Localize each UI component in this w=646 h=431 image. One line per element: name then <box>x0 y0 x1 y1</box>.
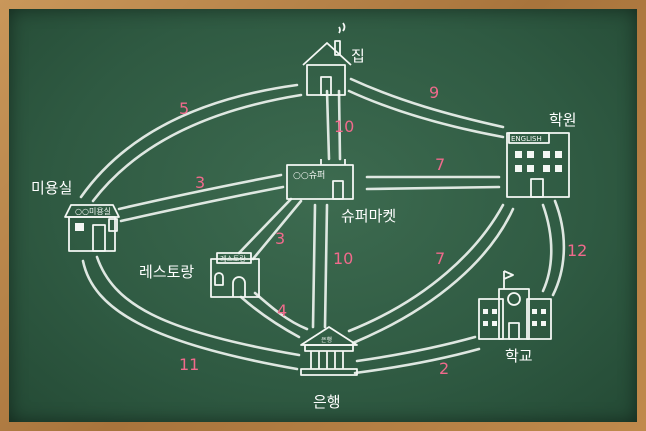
road-home-academy-inner <box>347 89 505 139</box>
label-academy: 학원 <box>549 111 577 129</box>
road-supermarket-academy-inner <box>365 185 501 191</box>
road-home-salon <box>79 83 299 199</box>
distance-academy-bank: 7 <box>435 249 446 268</box>
school-building <box>478 270 552 340</box>
road-map: ○○미용실 ○○슈퍼 ENGLISH 레스토 <box>64 22 570 376</box>
distance-home-academy: 9 <box>429 83 440 102</box>
road-supermarket-bank <box>311 203 317 329</box>
road-home-supermarket-inner <box>337 89 342 161</box>
road-supermarket-bank-inner <box>323 203 329 329</box>
label-supermarket: 슈퍼마켓 <box>341 207 397 225</box>
road-salon-bank-inner <box>95 255 301 357</box>
academy-building: ENGLISH <box>506 132 570 198</box>
road-academy-bank <box>347 203 505 333</box>
label-salon: 미용실 <box>31 179 73 197</box>
salon-building: ○○미용실 <box>64 204 120 252</box>
road-school-bank-inner <box>353 347 481 375</box>
road-school-bank <box>355 335 477 363</box>
distance-school-bank: 2 <box>439 359 450 378</box>
road-supermarket-restaurant <box>237 197 293 255</box>
road-salon-bank <box>81 259 299 371</box>
distance-restaurant-bank: 4 <box>277 301 288 320</box>
road-home-academy <box>349 77 505 129</box>
restaurant-building: 레스토랑 <box>210 252 260 298</box>
distance-home-salon: 5 <box>179 99 190 118</box>
salon-sign: ○○미용실 <box>75 206 111 216</box>
label-restaurant: 레스토랑 <box>139 263 195 281</box>
distance-supermarket-restaurant: 3 <box>275 229 286 248</box>
distance-academy-school: 12 <box>567 241 588 260</box>
bank-building: 은행 <box>300 326 358 376</box>
home-building <box>302 22 352 96</box>
road-restaurant-bank <box>239 295 301 339</box>
distance-home-supermarket: 10 <box>334 117 355 136</box>
road-academy-school <box>541 203 553 293</box>
distance-supermarket-academy: 7 <box>435 155 446 174</box>
bank-sign: 은행 <box>321 336 332 344</box>
academy-sign: ENGLISH <box>511 135 542 143</box>
distance-salon-supermarket: 3 <box>195 173 206 192</box>
road-salon-supermarket <box>117 173 283 211</box>
road-academy-school-inner <box>551 199 566 297</box>
label-bank: 은행 <box>313 393 341 411</box>
distance-salon-bank: 11 <box>179 355 200 374</box>
road-academy-bank-inner <box>351 207 515 345</box>
road-home-salon-inner <box>91 93 303 203</box>
label-school: 학교 <box>505 347 533 365</box>
label-home: 집 <box>351 47 365 65</box>
supermarket-building: ○○슈퍼 <box>286 159 354 200</box>
supermarket-sign: ○○슈퍼 <box>293 170 325 181</box>
restaurant-sign: 레스토랑 <box>220 254 246 263</box>
chalkboard: ○○미용실 ○○슈퍼 ENGLISH 레스토 <box>9 9 637 422</box>
road-supermarket-restaurant-inner <box>251 199 303 261</box>
road-home-supermarket <box>325 89 331 161</box>
road-salon-supermarket-inner <box>119 185 285 223</box>
distance-supermarket-bank: 10 <box>333 249 354 268</box>
